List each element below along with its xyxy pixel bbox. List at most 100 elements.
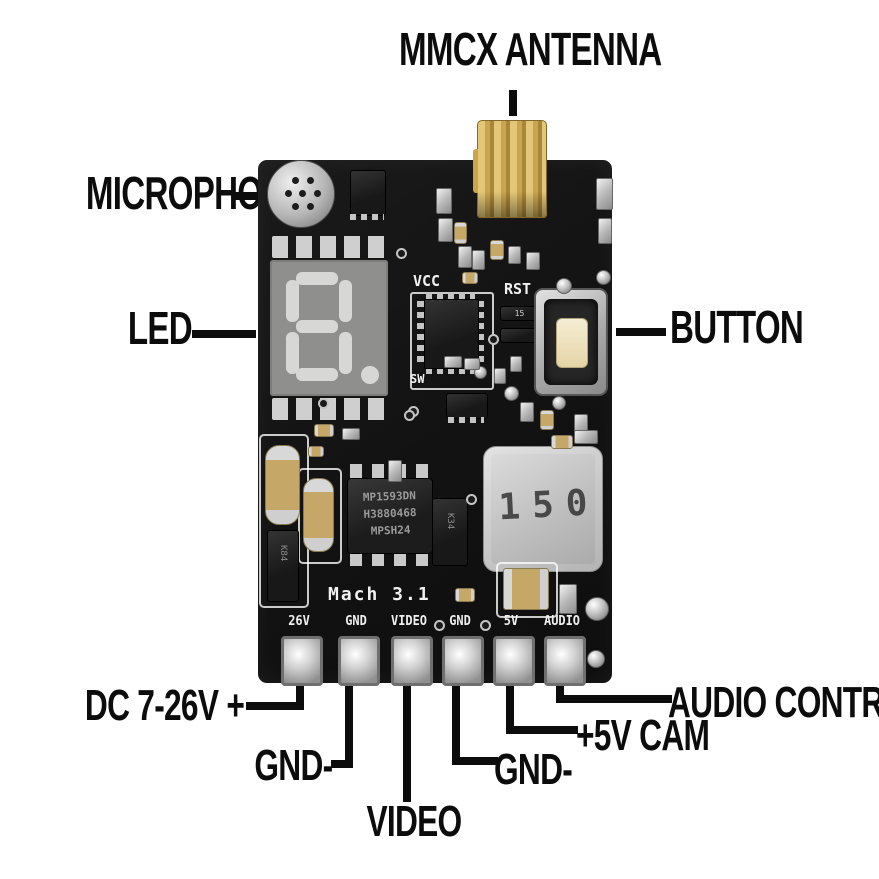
label-button: BUTTON: [670, 304, 855, 350]
smd-component: [388, 460, 402, 482]
smd-component: [520, 402, 534, 422]
smd-component: [342, 428, 360, 440]
label-gnd-left-text: GND-: [253, 741, 333, 790]
label-gnd-right: GND-: [494, 748, 602, 792]
label-led: LED: [40, 305, 193, 351]
label-5v-cam: +5V CAM: [576, 714, 761, 758]
solder-pad-gnd2: [442, 636, 484, 686]
leader-line-gnd-left-h: [331, 760, 353, 768]
label-button-text: BUTTON: [670, 301, 804, 353]
mmcx-shade: [478, 191, 546, 217]
label-mmcx-antenna-text: MMCX ANTENNA: [398, 23, 662, 75]
solder-ball: [587, 650, 605, 668]
smd-component: [510, 356, 522, 372]
qfn-pin-row-bottom: [426, 367, 475, 374]
smd-component: [464, 358, 480, 370]
display-pad-row-top: [272, 236, 390, 258]
silkscreen-vcc: VCC: [413, 272, 441, 290]
smd-component: [574, 430, 598, 444]
smd-component: [462, 272, 478, 284]
via: [480, 620, 491, 631]
transistor-sot23: [350, 170, 386, 216]
diode: K84: [267, 530, 299, 602]
smd-component: [551, 435, 573, 449]
transistor-k34-marking: K34: [445, 513, 455, 530]
smd-component: [455, 588, 475, 602]
via: [396, 248, 407, 259]
silkscreen-model: Mach 3.1: [328, 584, 431, 605]
transistor-mid: [446, 393, 488, 419]
silkscreen-rst: RST: [504, 280, 532, 298]
smd-component: [596, 178, 613, 210]
solder-ball: [504, 386, 519, 401]
display-pad-row-bottom: [272, 398, 390, 420]
smd-component: [598, 218, 612, 244]
seven-segment-digit: [286, 272, 379, 384]
regulator-legs-bottom: [350, 552, 428, 566]
solder-ball: [552, 396, 566, 410]
solder-pad-audio: [544, 636, 586, 686]
qfn-chip: [424, 299, 479, 369]
label-mmcx-antenna: MMCX ANTENNA: [270, 26, 790, 72]
transistor-mid-legs: [448, 417, 484, 423]
silkscreen-sw: SW: [410, 372, 425, 386]
solder-pad-5v: [493, 636, 535, 686]
smd-component: [458, 246, 472, 268]
chip-markings: MP1593DN H3880468 MPSH24: [347, 487, 433, 541]
solder-ball: [596, 270, 611, 285]
solder-ball: [556, 278, 572, 294]
transistor-k34: K34: [432, 498, 468, 566]
capacitor-tantalum-2: [303, 478, 334, 552]
mic-hole: [314, 190, 321, 197]
leader-line-audio-v: [556, 684, 564, 703]
diode-marking: K84: [278, 545, 288, 562]
mic-hole: [307, 177, 314, 184]
via: [318, 398, 329, 409]
leader-line-gnd-right-h: [452, 757, 498, 765]
via: [434, 620, 445, 631]
pad-label-5v: 5V: [503, 614, 519, 629]
leader-line-button: [616, 328, 666, 336]
mic-hole: [285, 190, 292, 197]
leader-line-5v-v: [506, 684, 514, 734]
smd-component: [540, 410, 554, 430]
leader-line-dc-h: [246, 702, 304, 710]
inductor: 150: [483, 446, 603, 572]
silkscreen-box-cap: [496, 562, 558, 618]
smd-component: [472, 250, 485, 270]
leader-line-antenna: [509, 90, 517, 116]
qfn-pin-row-left: [417, 301, 424, 365]
via: [466, 494, 477, 505]
label-audio-control: AUDIO CONTROL: [668, 681, 879, 725]
mic-hole: [299, 190, 306, 197]
smd-component: [308, 446, 324, 457]
mic-hole: [307, 203, 314, 210]
leader-line-audio-h: [556, 695, 672, 703]
label-gnd-left: GND-: [140, 741, 333, 790]
pad-label-26v: 26V: [288, 614, 310, 629]
pad-label-gnd2: GND: [449, 614, 471, 629]
qfn-pin-row-top: [426, 292, 475, 299]
capacitor-bottom: [503, 568, 549, 610]
regulator-chip: MP1593DN H3880468 MPSH24: [347, 478, 433, 554]
label-video: VIDEO: [334, 800, 494, 844]
via: [488, 334, 499, 345]
smd-component: [526, 252, 540, 270]
leader-line-gnd-left-v: [345, 684, 353, 768]
inductor-marking: 150: [497, 482, 601, 529]
leader-line-5v-h: [506, 726, 578, 734]
mic-hole: [292, 177, 299, 184]
smd-component: [494, 368, 506, 384]
mmcx-connector: [473, 120, 547, 218]
solder-pad-26v: [281, 636, 323, 686]
leader-line-microphone: [234, 192, 276, 200]
mic-hole: [292, 203, 299, 210]
led-display: [270, 260, 388, 396]
pad-label-video: VIDEO: [390, 614, 427, 629]
button-plunger: [556, 318, 588, 368]
leader-line-led: [192, 330, 256, 338]
label-dc-power-text: DC 7-26V +: [84, 681, 245, 730]
label-dc-power: DC 7-26V +: [10, 681, 245, 730]
smd-component: [436, 188, 452, 214]
